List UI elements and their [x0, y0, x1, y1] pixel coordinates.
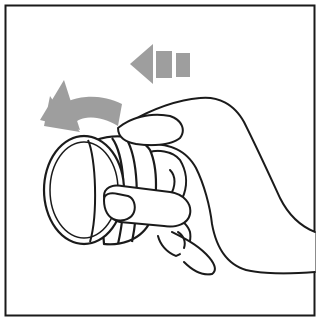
straight-arrow-icon [130, 44, 190, 84]
curved-arrow-icon [40, 80, 122, 132]
finger-icon [117, 113, 184, 147]
thumb-icon [103, 184, 192, 228]
